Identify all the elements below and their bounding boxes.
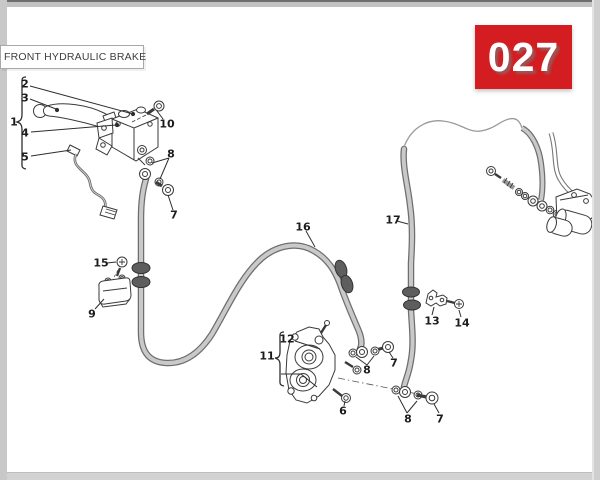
upper-banjo-fittings [139,156,384,352]
brake-hose-17 [400,145,416,391]
clamp-bolt-10 [131,100,165,123]
hose-guide-clip [425,289,464,309]
page-number: 027 [487,33,560,80]
caliper-banjo-fittings [348,341,394,358]
brake-caliper [285,320,336,404]
leader-lines [29,85,462,414]
junction-unit-assembly [486,125,600,237]
page-title: FRONT HYDRAULIC BRAKE [4,51,147,63]
connecting-cable [403,117,523,148]
hose-grommets-16 [131,259,354,294]
master-cylinder-body [111,106,159,166]
lower-banjo-fittings [391,385,439,405]
group-braces [14,76,285,387]
title-box: FRONT HYDRAULIC BRAKE [0,45,147,69]
caliper-bolts [332,360,362,403]
brake-hose-16 [137,175,365,367]
hose-clamp-9 [98,256,132,308]
hose-grommets-17 [402,286,421,311]
page-number-badge: 027 [475,25,572,89]
axis-line [337,377,429,397]
handlebar-clamp [95,117,114,156]
brake-switch-cable [66,144,118,220]
